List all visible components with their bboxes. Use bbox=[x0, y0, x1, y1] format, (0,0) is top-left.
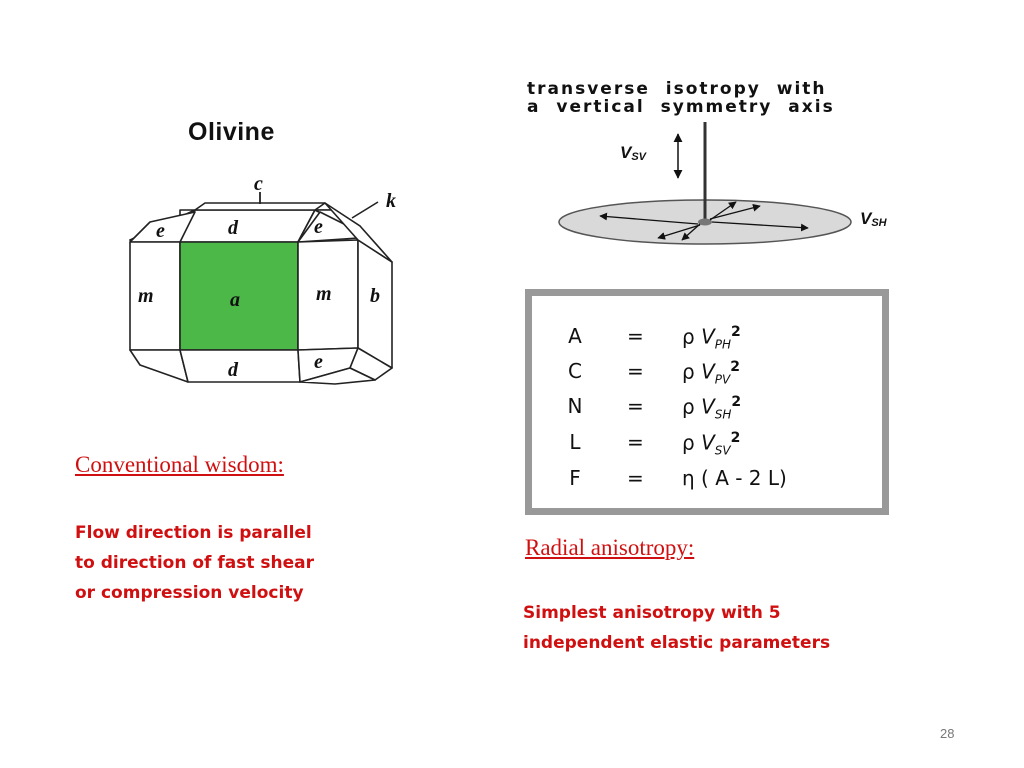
face-bottom-left bbox=[129, 349, 189, 383]
equation-equals: = bbox=[627, 466, 644, 490]
vsh-arrow-up-right bbox=[709, 203, 761, 220]
olivine-title: Olivine bbox=[188, 118, 275, 146]
vsh-label: VSH bbox=[860, 209, 888, 229]
vsv-label: VSV bbox=[620, 143, 648, 163]
equation-lhs: N bbox=[567, 394, 583, 418]
face-label-e-top-right: e bbox=[314, 216, 323, 238]
elastic-parameters-box: A = ρ VPH2 C = ρ VPV2 N = ρ VSH2 L = ρ V… bbox=[525, 289, 889, 515]
vsh-arrow-right bbox=[711, 221, 809, 232]
text-line: Flow direction is parallel bbox=[75, 523, 312, 543]
face-m-left bbox=[129, 241, 181, 351]
radial-anisotropy-text: Simplest anisotropy with 5 independent e… bbox=[523, 598, 903, 658]
face-label-a: a bbox=[230, 289, 240, 311]
face-label-d-bottom: d bbox=[228, 359, 239, 381]
equation-rhs: ρ VPV2 bbox=[682, 359, 740, 387]
olivine-crystal-diagram: c k d e e m a m b d e bbox=[129, 173, 396, 385]
face-d-top bbox=[179, 209, 316, 243]
conventional-wisdom-heading: Conventional wisdom: bbox=[75, 452, 284, 477]
page-number: 28 bbox=[940, 726, 955, 741]
face-label-b: b bbox=[370, 285, 380, 307]
conventional-wisdom-text: Flow direction is parallel to direction … bbox=[75, 518, 375, 608]
face-label-d-top: d bbox=[228, 217, 239, 239]
equation-row-n: N = ρ VSH2 bbox=[532, 394, 882, 428]
equation-rhs: ρ VPH2 bbox=[682, 324, 741, 352]
text-line: Simplest anisotropy with 5 bbox=[523, 603, 781, 623]
face-label-k: k bbox=[386, 190, 396, 212]
face-label-m-left: m bbox=[138, 285, 154, 307]
text-line: independent elastic parameters bbox=[523, 633, 831, 653]
text-line: or compression velocity bbox=[75, 583, 304, 603]
equation-rhs: ρ VSH2 bbox=[682, 394, 742, 422]
equation-equals: = bbox=[627, 394, 644, 418]
equation-equals: = bbox=[627, 359, 644, 383]
equation-row-l: L = ρ VSV2 bbox=[532, 430, 882, 464]
equation-row-f: F = η ( A - 2 L) bbox=[532, 466, 882, 500]
equation-rhs: ρ VSV2 bbox=[682, 430, 741, 458]
face-label-c: c bbox=[254, 173, 263, 195]
text-line: to direction of fast shear bbox=[75, 553, 314, 573]
title-line: a vertical symmetry axis bbox=[527, 97, 835, 117]
transverse-isotropy-title: transverse isotropy with a vertical symm… bbox=[527, 80, 835, 116]
face-label-m-right: m bbox=[316, 283, 332, 305]
equation-equals: = bbox=[627, 324, 644, 348]
equation-row-a: A = ρ VPH2 bbox=[532, 324, 882, 358]
face-label-e-bottom-right: e bbox=[314, 351, 323, 373]
equation-lhs: L bbox=[569, 430, 581, 454]
title-line: transverse isotropy with bbox=[527, 79, 827, 99]
face-label-e-top-left: e bbox=[156, 220, 165, 242]
equation-lhs: F bbox=[569, 466, 581, 490]
equation-row-c: C = ρ VPV2 bbox=[532, 359, 882, 393]
transverse-isotropy-diagram: VSV VSH bbox=[558, 122, 888, 245]
equation-lhs: A bbox=[568, 324, 582, 348]
face-d-bottom bbox=[179, 349, 301, 383]
equation-lhs: C bbox=[568, 359, 582, 383]
vsh-arrow-left bbox=[599, 212, 699, 225]
vsh-arrow-down-left bbox=[657, 224, 701, 240]
equation-equals: = bbox=[627, 430, 644, 454]
equation-rhs: η ( A - 2 L) bbox=[682, 466, 787, 490]
radial-anisotropy-heading: Radial anisotropy: bbox=[525, 535, 695, 560]
